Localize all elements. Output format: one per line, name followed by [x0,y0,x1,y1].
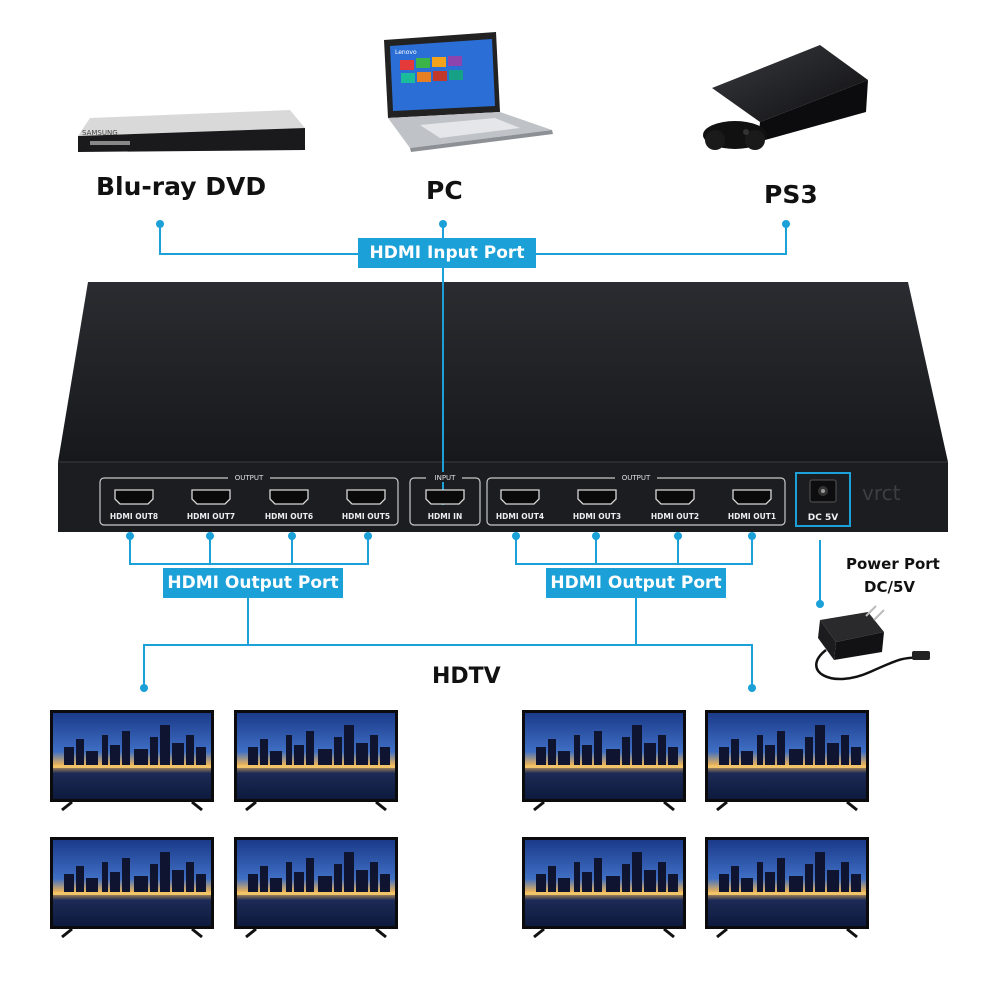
hdmi-port: HDMI OUT5 [342,489,390,521]
hdtv-image [705,837,869,939]
output-group-left-title: OUTPUT [235,474,264,482]
input-group-title: INPUT [435,474,457,482]
hdmi-port-label: HDMI OUT8 [110,512,158,521]
blu-ray-player-image: SAMSUNG [78,110,305,152]
output-group-right: OUTPUT [486,472,786,526]
device-logo-text: vrct [862,481,901,505]
hdmi-port-label: HDMI OUT2 [651,512,699,521]
blu-ray-brand-text: SAMSUNG [82,129,118,137]
source-label-pc: PC [426,176,463,205]
hdmi-port: HDMI IN [425,489,465,521]
power-port-label-line2: DC/5V [864,578,915,596]
hdtv-image [50,837,214,939]
hdtv-image [705,710,869,812]
hdmi-port-label: HDMI OUT4 [496,512,544,521]
hdmi-port-label: HDMI IN [428,512,462,521]
source-label-blu-ray: Blu-ray DVD [96,172,267,201]
output-group-left: OUTPUT [99,472,399,526]
hdtv-image [522,710,686,812]
pc-connector-dot [439,220,447,228]
laptop-image: Lenovo [384,32,553,152]
output-wiring [129,536,821,688]
hdtv-label: HDTV [432,664,501,689]
power-jack: DC 5V [795,472,851,527]
power-adapter-image [815,605,930,681]
hdtv-image [234,710,398,812]
laptop-screen-brand-text: Lenovo [395,49,417,56]
input-group: INPUT [409,472,481,526]
ps3-console-image [703,45,868,150]
hdmi-port-label: HDMI OUT6 [265,512,313,521]
power-port-label-line1: Power Port [846,555,940,573]
hdmi-port: HDMI OUT6 [265,489,313,521]
hdmi-port: HDMI OUT8 [110,489,158,521]
hdmi-port-label: HDMI OUT1 [728,512,776,521]
hdmi-port-label: HDMI OUT3 [573,512,621,521]
hdtv-image [50,710,214,812]
hdmi-port: HDMI OUT2 [651,489,699,521]
hdmi-port: HDMI OUT4 [496,489,544,521]
hdmi-input-port-callout: HDMI Input Port [358,238,536,268]
blu-ray-connector-dot [156,220,164,228]
hdmi-port: HDMI OUT7 [187,489,235,521]
hdmi-port: HDMI OUT3 [573,489,621,521]
hdtv-image [234,837,398,939]
source-label-ps3: PS3 [764,180,818,209]
output-group-right-title: OUTPUT [622,474,651,482]
power-jack-label: DC 5V [808,513,838,523]
hdmi-port-label: HDMI OUT5 [342,512,390,521]
hdtv-image [522,837,686,939]
hdmi-output-port-callout-right: HDMI Output Port [546,568,726,598]
hdmi-port: HDMI OUT1 [728,489,776,521]
hdmi-output-port-callout-left: HDMI Output Port [163,568,343,598]
ps3-connector-dot [782,220,790,228]
hdmi-port-label: HDMI OUT7 [187,512,235,521]
output-connector-dots [126,532,824,692]
